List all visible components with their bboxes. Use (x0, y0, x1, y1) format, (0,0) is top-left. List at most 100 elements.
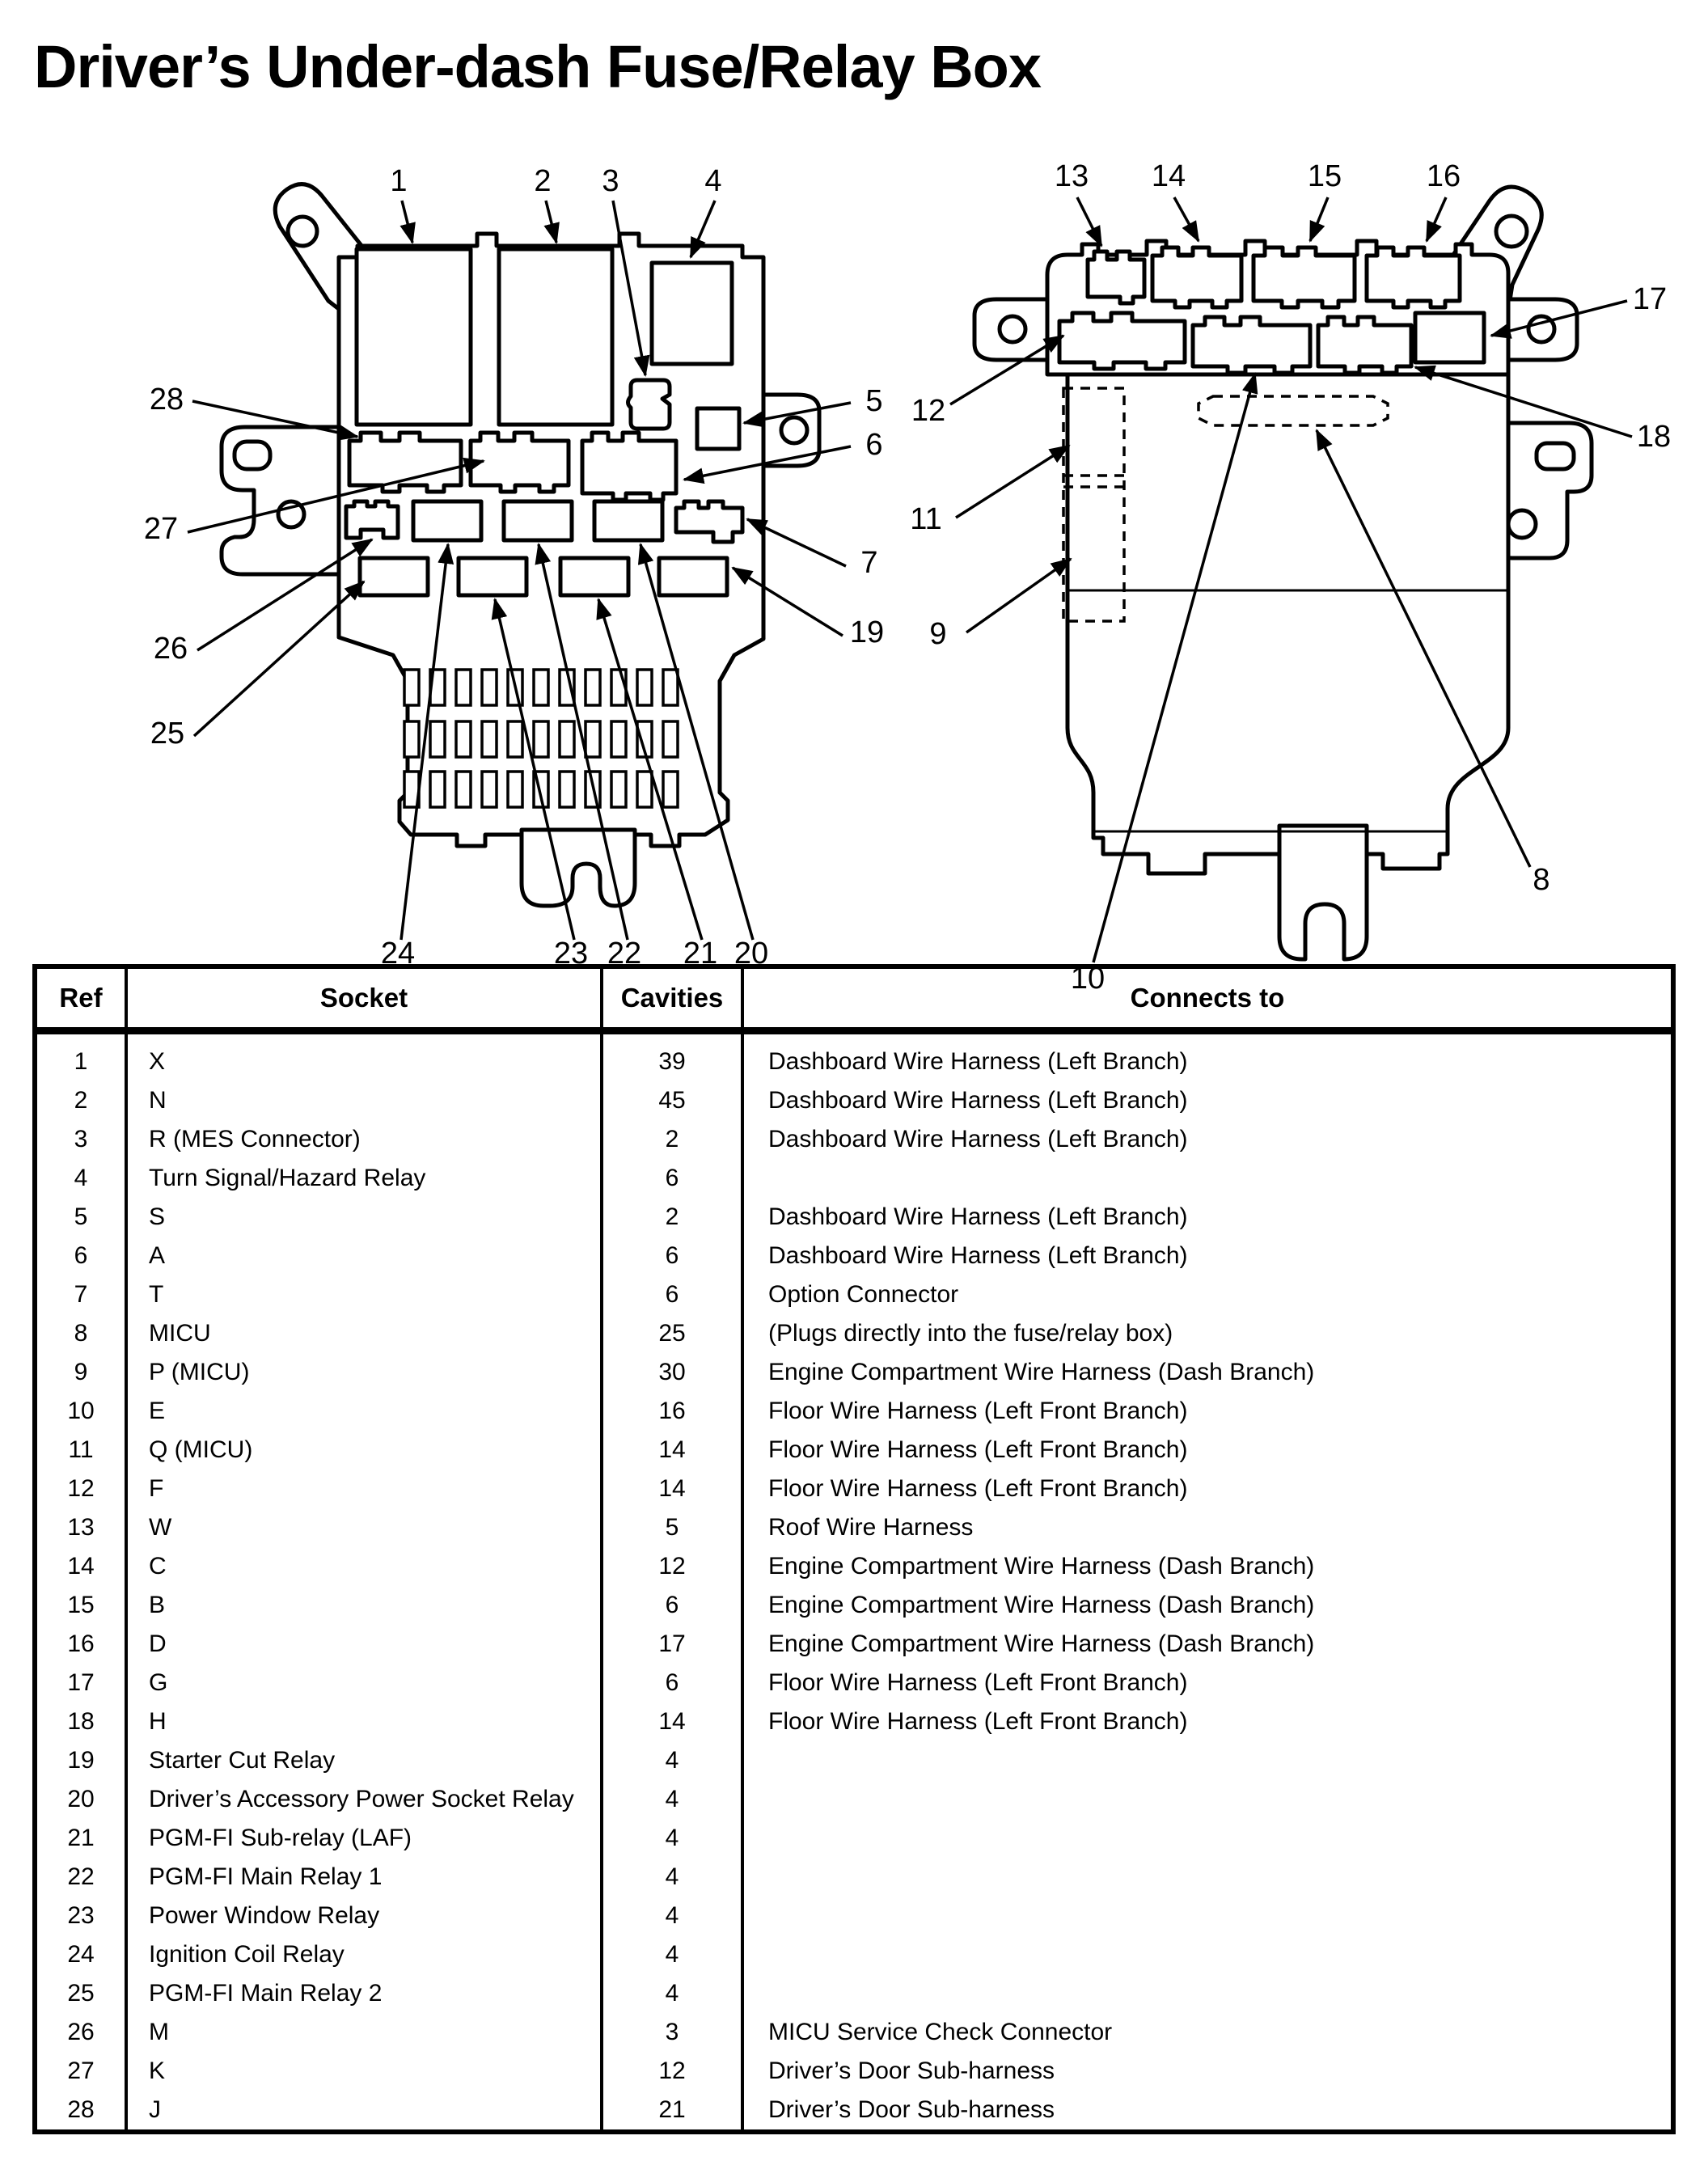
ref-cell: 12 (67, 1475, 95, 1502)
page-title: Driver’s Under-dash Fuse/Relay Box (34, 33, 1042, 100)
connects-to-cell (741, 1780, 1673, 1819)
socket-cell: F (125, 1470, 602, 1508)
col-header-socket: Socket (125, 966, 602, 1034)
fuse-box-body-outline (1065, 372, 1511, 876)
socket-cell: PGM-FI Main Relay 1 (125, 1858, 602, 1897)
cavities-cell: 12 (600, 2052, 742, 2091)
ref-cell: 24 (67, 1941, 95, 1968)
socket-cell: H (125, 1702, 602, 1741)
socket-cell: R (MES Connector) (125, 1120, 602, 1159)
callout-18: 18 (1637, 420, 1671, 454)
connects-to-cell: Dashboard Wire Harness (Left Branch) (741, 1120, 1673, 1159)
ref-cell: 11 (68, 1436, 94, 1463)
socket-17-outline (1413, 311, 1486, 365)
socket-3-outline (626, 378, 672, 431)
connects-to-cell: Roof Wire Harness (741, 1508, 1673, 1547)
cavities-cell: 4 (600, 1974, 742, 2013)
callout-12: 12 (911, 394, 945, 428)
socket-cell: G (125, 1664, 602, 1702)
ref-cell: 6 (74, 1242, 88, 1269)
connects-to-cell: Engine Compartment Wire Harness (Dash Br… (741, 1586, 1673, 1625)
connects-to-cell: Dashboard Wire Harness (Left Branch) (741, 1030, 1673, 1081)
mounting-tab-right (1502, 297, 1579, 362)
connects-to-cell: Engine Compartment Wire Harness (Dash Br… (741, 1353, 1673, 1392)
cavities-cell: 14 (600, 1431, 742, 1470)
connects-to-cell: Engine Compartment Wire Harness (Dash Br… (741, 1547, 1673, 1586)
connects-to-cell: Floor Wire Harness (Left Front Branch) (741, 1431, 1673, 1470)
cavities-cell: 14 (600, 1702, 742, 1741)
ref-cell: 13 (67, 1514, 95, 1541)
col-header-connects-to: Connects to (741, 966, 1673, 1034)
fuse-row-1 (403, 668, 679, 707)
connects-to-cell: Floor Wire Harness (Left Front Branch) (741, 1470, 1673, 1508)
socket-14-outline (1150, 245, 1244, 310)
fuse-box-front-view-diagram: 1 2 3 4 5 6 7 19 28 27 26 25 24 23 22 21… (49, 154, 906, 971)
socket-cell: MICU (125, 1314, 602, 1353)
socket-28-outline (347, 430, 463, 494)
callout-3: 3 (602, 164, 619, 198)
socket-10-outline (1190, 315, 1313, 375)
cavities-cell: 14 (600, 1470, 742, 1508)
socket-cell: K (125, 2052, 602, 2091)
connects-to-cell (741, 1858, 1673, 1897)
cavities-cell: 3 (600, 2013, 742, 2052)
cavities-cell: 6 (600, 1275, 742, 1314)
mounting-bracket-left (219, 425, 352, 577)
cavities-cell: 6 (600, 1237, 742, 1275)
cavities-cell: 45 (600, 1081, 742, 1120)
connects-to-cell: MICU Service Check Connector (741, 2013, 1673, 2052)
socket-1-outline (354, 247, 473, 427)
socket-6-outline (580, 430, 679, 502)
ref-cell: 9 (74, 1359, 88, 1385)
cavities-cell: 4 (600, 1780, 742, 1819)
socket-table-body: 1 X 3 9 Dashboard Wire Harness (Left Branch)… (35, 1030, 1673, 2132)
socket-cell: Starter Cut Relay (125, 1741, 602, 1780)
socket-cell: P (MICU) (125, 1353, 602, 1392)
cavities-cell: 16 (600, 1392, 742, 1431)
callout-1: 1 (390, 164, 407, 198)
ref-cell: 22 (67, 1863, 95, 1890)
connects-to-cell: Driver’s Door Sub-harness (741, 2091, 1673, 2132)
socket-table: Ref Socket Cavities Connects to 1 X 3 9 Dash… (32, 964, 1676, 2134)
bottom-mounting-tab (1277, 823, 1369, 962)
ref-cell: 15 (67, 1592, 95, 1618)
col-header-ref: Ref (35, 966, 126, 1034)
connects-to-cell: Floor Wire Harness (Left Front Branch) (741, 1664, 1673, 1702)
relay-socket-e (456, 556, 529, 598)
socket-cell: X (125, 1030, 602, 1081)
callout-5: 5 (865, 384, 882, 418)
connects-to-cell (741, 1935, 1673, 1974)
callout-28: 28 (150, 383, 184, 417)
micu-connector-dashed (1197, 395, 1389, 427)
callout-arrows (187, 200, 852, 941)
cavities-cell: 17 (600, 1625, 742, 1664)
socket-2-outline (497, 247, 615, 427)
cavities-cell: 4 (600, 1741, 742, 1780)
callout-27: 27 (144, 512, 178, 546)
ref-cell: 1 (74, 1048, 88, 1075)
socket-cell: Ignition Coil Relay (125, 1935, 602, 1974)
callout-8: 8 (1533, 863, 1549, 897)
cavities-cell: 6 (600, 1586, 742, 1625)
socket-7-outline (674, 499, 745, 544)
cavities-cell: 21 (600, 2091, 742, 2132)
callout-2: 2 (534, 164, 551, 198)
callout-7: 7 (860, 546, 877, 580)
table-header-row: Ref Socket Cavities Connects to (35, 966, 1673, 1034)
connects-to-cell: Driver’s Door Sub-harness (741, 2052, 1673, 2091)
